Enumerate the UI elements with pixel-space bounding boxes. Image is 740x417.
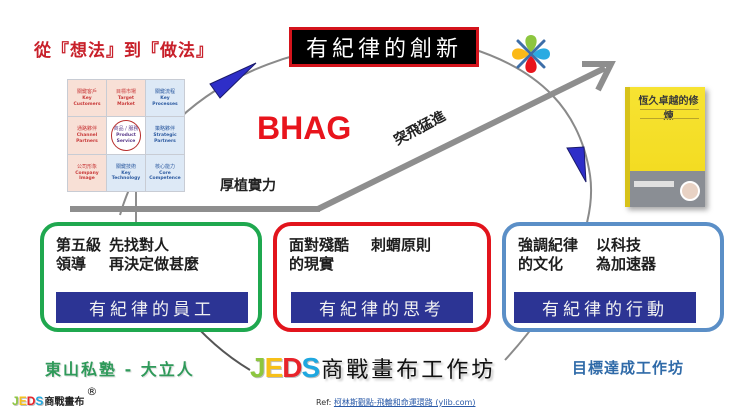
arc-arrowhead-right xyxy=(566,146,587,183)
bm-cell-en: Technology xyxy=(111,176,141,182)
card-text-line: 先找對人 xyxy=(109,236,170,254)
bm-cell-channel-partners: 通路夥伴 Channel Partners xyxy=(68,117,106,154)
brand-letter: J xyxy=(250,352,266,383)
goal-workshop-name: 目標達成工作坊 xyxy=(572,359,685,377)
bm-cell-en: Key xyxy=(160,96,170,102)
bm-cell-product-service: 商品 / 服務 Product Service xyxy=(107,117,145,154)
brand-letter: E xyxy=(264,352,284,383)
card-text-line: 第五級 xyxy=(56,236,102,254)
bm-cell-zh: 公司形象 xyxy=(76,163,97,170)
book-strip xyxy=(634,181,674,187)
jeds-logo-small: J E D S xyxy=(12,394,43,408)
book-title: 恆久卓越的修煉 xyxy=(638,96,699,122)
small-brand-logo: J E D S 商戰畫布 ® xyxy=(12,385,97,408)
bm-cell-zh: 關鍵技術 xyxy=(115,163,136,170)
card-disciplined-action: 強調紀律 以科技 的文化 為加速器 有紀律的行動 xyxy=(502,222,724,332)
business-model-grid: 關鍵客戶 Key Customers 目標市場 Target Market 關鍵… xyxy=(67,79,185,192)
rising-arrow-shaft xyxy=(316,65,607,212)
bm-cell-zh: 商品 / 服務 xyxy=(113,126,139,133)
bm-cell-en: Market xyxy=(117,101,135,107)
book-cover-image: 恆久卓越的修煉 xyxy=(625,87,705,207)
bm-cell-en: Channel xyxy=(76,133,98,139)
bm-cell-zh: 關鍵流程 xyxy=(154,88,175,95)
brand-letter: E xyxy=(18,394,27,408)
bm-cell-en: Key xyxy=(121,170,131,176)
bm-cell-en: Partners xyxy=(76,139,98,145)
bm-cell-key-customers: 關鍵客戶 Key Customers xyxy=(68,80,106,117)
bm-cell-strategic-partners: 策略夥伴 Strategic Partners xyxy=(146,117,184,154)
registered-mark-icon: ® xyxy=(86,385,98,398)
bm-cell-en: Core xyxy=(159,170,171,176)
card-text-line: 的現實 xyxy=(289,255,335,273)
card-text-line: 為加速器 xyxy=(596,255,657,273)
bm-cell-en: Strategic xyxy=(153,133,177,139)
bm-cell-company-image: 公司形象 Company Image xyxy=(68,154,106,191)
book-subtitle-lines xyxy=(640,109,699,119)
small-brand-zh: 商戰畫布 xyxy=(44,397,85,408)
bm-cell-en: Key xyxy=(82,96,92,102)
bm-cell-en: Service xyxy=(116,139,136,145)
brand-letter: D xyxy=(282,352,302,383)
bhag-label: BHAG xyxy=(257,110,352,146)
school-name: 東山私塾 - 大立人 xyxy=(45,360,195,379)
brand-letter: S xyxy=(301,352,321,383)
subtitle-from-idea-to-action: 從『想法』到『做法』 xyxy=(34,41,214,61)
card-band-label: 有紀律的思考 xyxy=(291,292,473,323)
ref-link[interactable]: 柯林斯觀點-飛輪和命運環路 (ylib.com) xyxy=(333,398,476,407)
bm-cell-target-market: 目標市場 Target Market xyxy=(107,80,145,117)
bm-cell-key-technology: 關鍵技術 Key Technology xyxy=(107,154,145,191)
card-text-line: 領導 xyxy=(56,255,87,273)
bm-cell-en: Competence xyxy=(149,176,181,182)
bm-cell-zh: 關鍵客戶 xyxy=(76,88,97,95)
workshop-brand: J E D S 商戰畫布工作坊 xyxy=(250,352,496,384)
card-disciplined-thought: 面對殘酷 刺蝟原則 的現實 有紀律的思考 xyxy=(273,222,491,332)
card-text-line: 以科技 xyxy=(596,236,642,254)
bm-cell-en: Company xyxy=(75,170,99,176)
card-text: 第五級 先找對人 領導 再決定做甚麼 xyxy=(56,236,199,274)
bm-cell-core-competence: 核心能力 Core Competence xyxy=(146,154,184,191)
card-text-line: 刺蝟原則 xyxy=(371,236,432,254)
card-band-label: 有紀律的行動 xyxy=(514,292,696,323)
bm-cell-zh: 策略夥伴 xyxy=(154,126,175,133)
bm-cell-en: Product xyxy=(116,133,136,139)
arc-arrowhead-left xyxy=(209,62,257,99)
card-text-line xyxy=(371,255,431,274)
brand-letter: S xyxy=(35,394,44,408)
card-text: 強調紀律 以科技 的文化 為加速器 xyxy=(518,236,656,274)
build-strength-label: 厚植實力 xyxy=(220,178,276,194)
card-text-line: 再決定做甚麼 xyxy=(109,255,200,273)
bm-cell-zh: 通路夥伴 xyxy=(76,126,97,133)
bm-cell-en: Partners xyxy=(154,139,176,145)
bm-cell-en: Target xyxy=(117,96,135,102)
card-text: 面對殘酷 刺蝟原則 的現實 xyxy=(289,236,431,274)
bm-cell-en: Customers xyxy=(73,101,101,107)
card-text-line: 的文化 xyxy=(518,255,564,273)
rising-arrow-head xyxy=(582,61,616,92)
brand-letter: J xyxy=(12,394,19,408)
bm-cell-en: Processes xyxy=(152,101,178,107)
title-disciplined-innovation: 有紀律的創新 xyxy=(289,27,479,67)
card-text-line: 面對殘酷 xyxy=(289,236,350,254)
author-photo xyxy=(680,181,700,201)
bm-cell-en: Image xyxy=(79,176,95,182)
card-text-line: 強調紀律 xyxy=(518,236,579,254)
bm-cell-zh: 核心能力 xyxy=(154,163,175,170)
ref-label: Ref: xyxy=(316,398,332,407)
bm-cell-key-processes: 關鍵流程 Key Processes xyxy=(146,80,184,117)
card-disciplined-people: 第五級 先找對人 領導 再決定做甚麼 有紀律的員工 xyxy=(40,222,262,332)
bm-cell-zh: 目標市場 xyxy=(115,88,136,95)
jeds-logo-large: J E D S xyxy=(250,352,321,384)
reference-line: Ref: 柯林斯觀點-飛輪和命運環路 (ylib.com) xyxy=(316,397,475,408)
brand-letter: D xyxy=(26,394,36,408)
card-band-label: 有紀律的員工 xyxy=(56,292,248,323)
workshop-name: 商戰畫布工作坊 xyxy=(321,358,497,383)
four-petal-logo-icon xyxy=(512,35,550,73)
